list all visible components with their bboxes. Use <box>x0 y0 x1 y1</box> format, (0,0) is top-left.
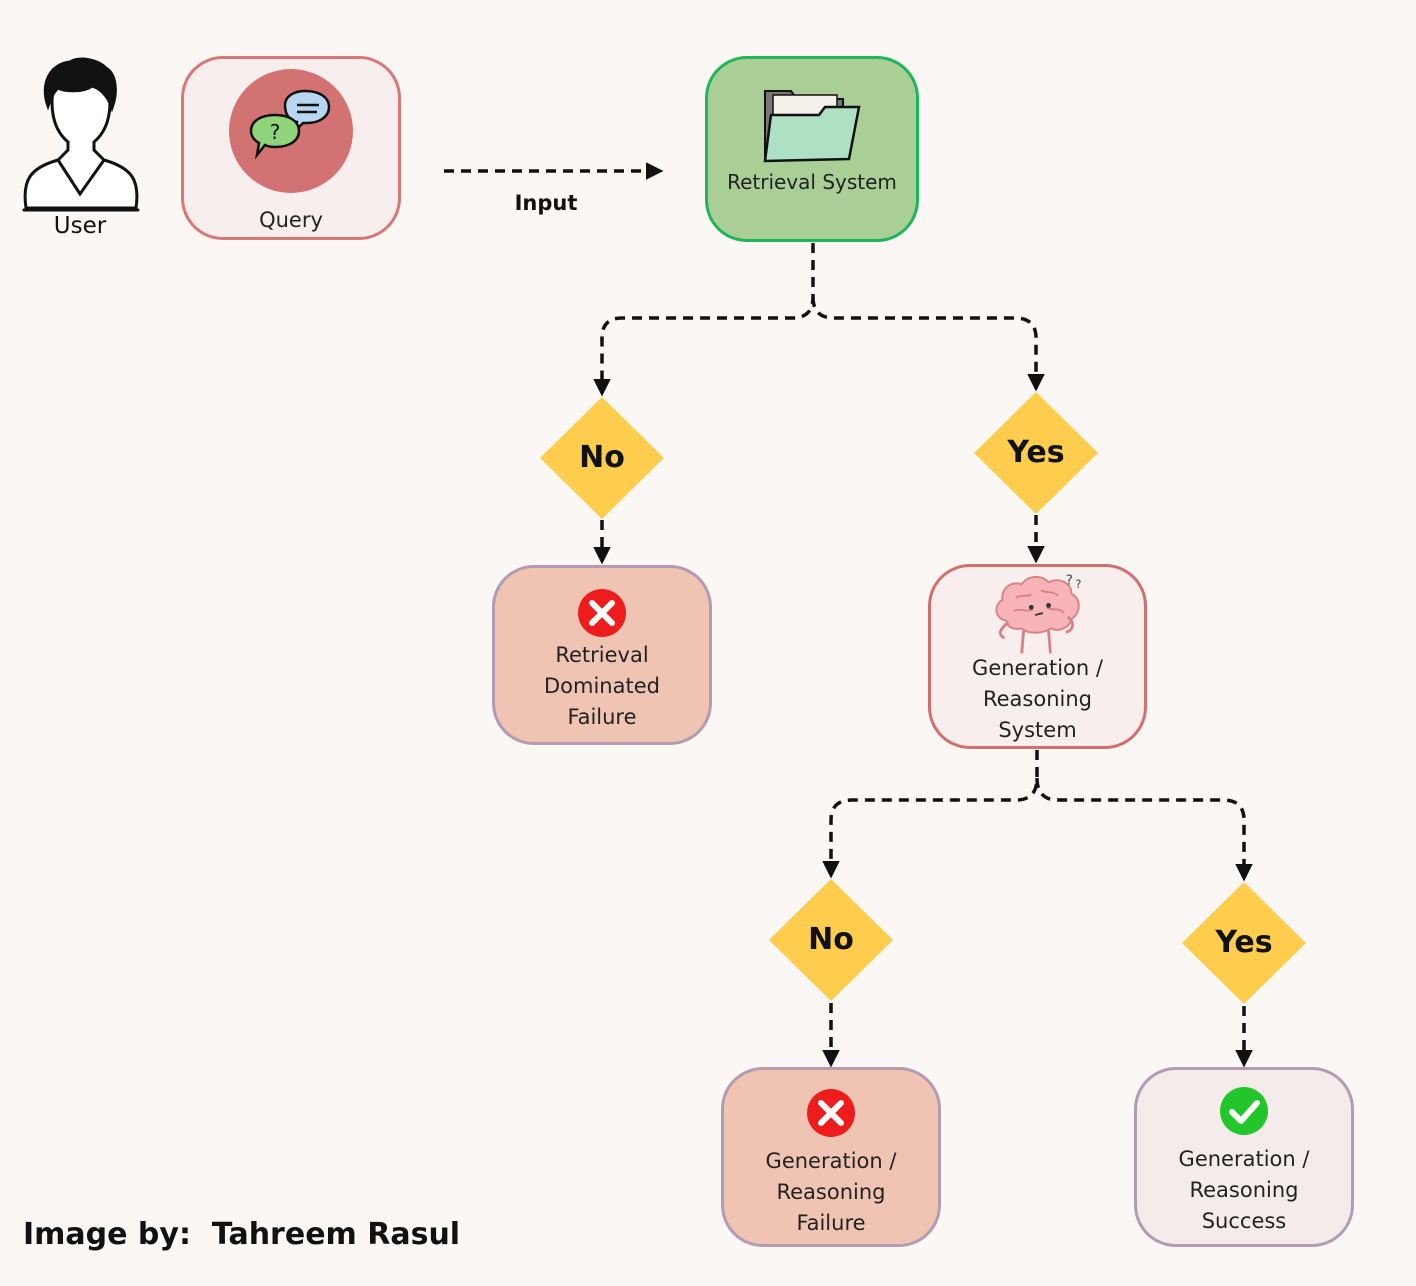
decision-no-1 <box>540 397 664 519</box>
user-label: User <box>53 213 107 239</box>
svg-text:?: ? <box>270 120 281 144</box>
retrieval-failure-label: Retrieval Dominated Failure <box>544 643 660 729</box>
query-circle: ? <box>229 69 353 193</box>
retrieval-failure-box: Retrieval Dominated Failure <box>492 565 712 745</box>
generation-failure-label: Generation / Reasoning Failure <box>765 1149 897 1235</box>
chat-bubbles-icon: ? <box>249 89 331 160</box>
svg-text:?: ? <box>1075 577 1081 591</box>
generation-success-box: Generation / Reasoning Success <box>1134 1067 1354 1247</box>
decision-no-2-label: No <box>808 922 854 957</box>
decision-yes-1 <box>974 392 1098 514</box>
decision-yes-2-label: Yes <box>1215 925 1273 960</box>
generation-system-box: ? ? Generation / Reasoning System <box>928 564 1147 749</box>
retrieval-system-box: Retrieval System <box>705 56 919 242</box>
folder-icon <box>763 90 861 163</box>
generation-success-label: Generation / Reasoning Success <box>1178 1147 1310 1233</box>
checkmark-icon <box>1220 1087 1268 1135</box>
decision-yes-1-label: Yes <box>1007 435 1065 470</box>
generation-branch-line <box>829 750 1246 878</box>
error-x-icon <box>807 1089 855 1137</box>
retrieval-branch-line <box>600 243 1038 393</box>
error-x-icon <box>578 589 626 637</box>
user-avatar-icon <box>22 57 140 212</box>
query-label: Query <box>259 208 323 232</box>
thinking-brain-icon: ? ? <box>995 573 1081 654</box>
decision-yes-2 <box>1182 882 1306 1004</box>
decision-no-1-label: No <box>579 440 625 475</box>
connector-lines <box>444 162 1253 1068</box>
input-label: Input <box>514 191 578 215</box>
svg-text:?: ? <box>1065 573 1072 588</box>
generation-failure-box: Generation / Reasoning Failure <box>721 1067 941 1247</box>
retrieval-system-label: Retrieval System <box>727 170 897 194</box>
generation-system-label: Generation / Reasoning System <box>972 656 1103 742</box>
image-credit: Image by: Tahreem Rasul <box>23 1217 461 1252</box>
query-box: ? Query <box>181 56 401 240</box>
decision-no-2 <box>769 879 893 1001</box>
